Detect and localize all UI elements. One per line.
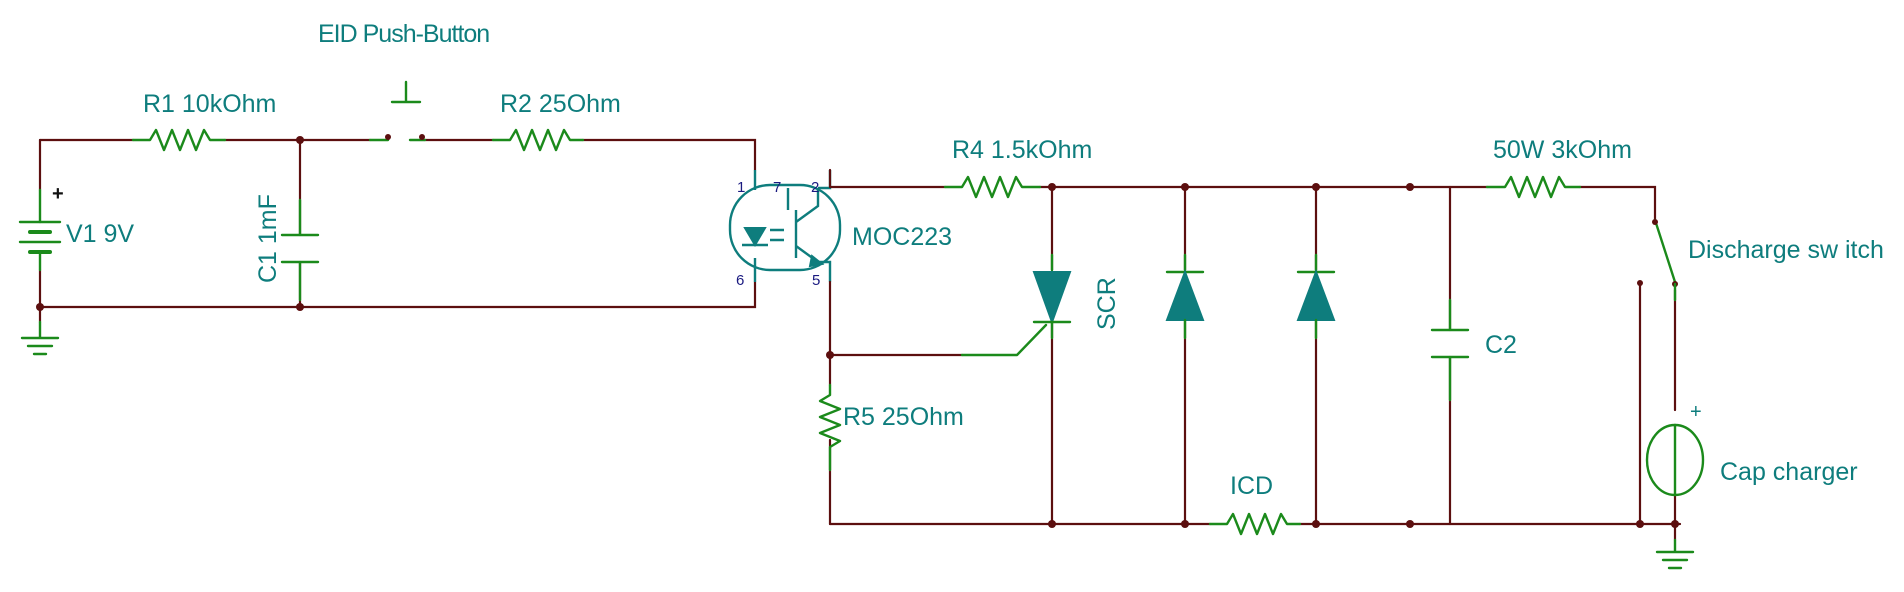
capacitor-c1: C1 1mF [254,194,320,302]
resistor-r5-label: R5 25Ohm [843,403,964,431]
left-circuit-wires [38,138,757,324]
push-button-switch: EID Push-Button [318,20,490,142]
cap-charger-plus-sign: + [1690,401,1702,423]
diode-1 [1165,253,1205,340]
pin-6-label: 6 [736,272,744,289]
left-junction-nodes [36,136,304,311]
ground-icon-left [20,320,60,356]
right-junction-nodes [826,183,1679,528]
resistor-r5: R5 25Ohm [818,383,964,472]
optocoupler-label: MOC223 [852,223,952,251]
ground-icon-right [1655,538,1695,570]
capacitor-c2: C2 [1430,298,1517,402]
resistor-r4-label: R4 1.5kOhm [952,136,1092,164]
resistor-r2: R2 25Ohm [491,90,621,152]
resistor-r1: R1 10kOhm [131,90,276,152]
battery-plus-sign: + [52,183,64,205]
battery-label: V1 9V [66,220,134,248]
capacitor-c1-label: C1 1mF [254,194,282,283]
resistor-r2-label: R2 25Ohm [500,90,621,118]
resistor-load-label: 50W 3kOhm [1493,136,1632,164]
battery-v1: + V1 9V [18,183,134,272]
thyristor-scr: SCR [960,253,1121,357]
cap-charger-source: + Cap charger [1645,401,1858,497]
resistor-r1-label: R1 10kOhm [143,90,276,118]
pin-1-label: 1 [737,179,745,196]
pin-2-label: 2 [811,179,819,196]
discharge-switch: Discharge sw itch [1637,218,1884,302]
discharge-switch-label: Discharge sw itch [1688,236,1884,264]
pin-5-label: 5 [812,272,820,289]
push-button-label: EID Push-Button [318,20,489,48]
scr-label: SCR [1093,277,1121,330]
resistor-r4: R4 1.5kOhm [943,136,1092,199]
capacitor-c2-label: C2 [1485,331,1517,359]
pin-7-label: 7 [773,179,781,196]
resistor-icd-label: ICD [1230,472,1273,500]
resistor-icd: ICD [1208,472,1302,536]
resistor-load: 50W 3kOhm [1485,136,1632,199]
diode-2 [1296,253,1336,340]
optocoupler-moc223: 1 7 2 6 5 MOC223 [728,170,952,289]
cap-charger-label: Cap charger [1720,458,1858,486]
